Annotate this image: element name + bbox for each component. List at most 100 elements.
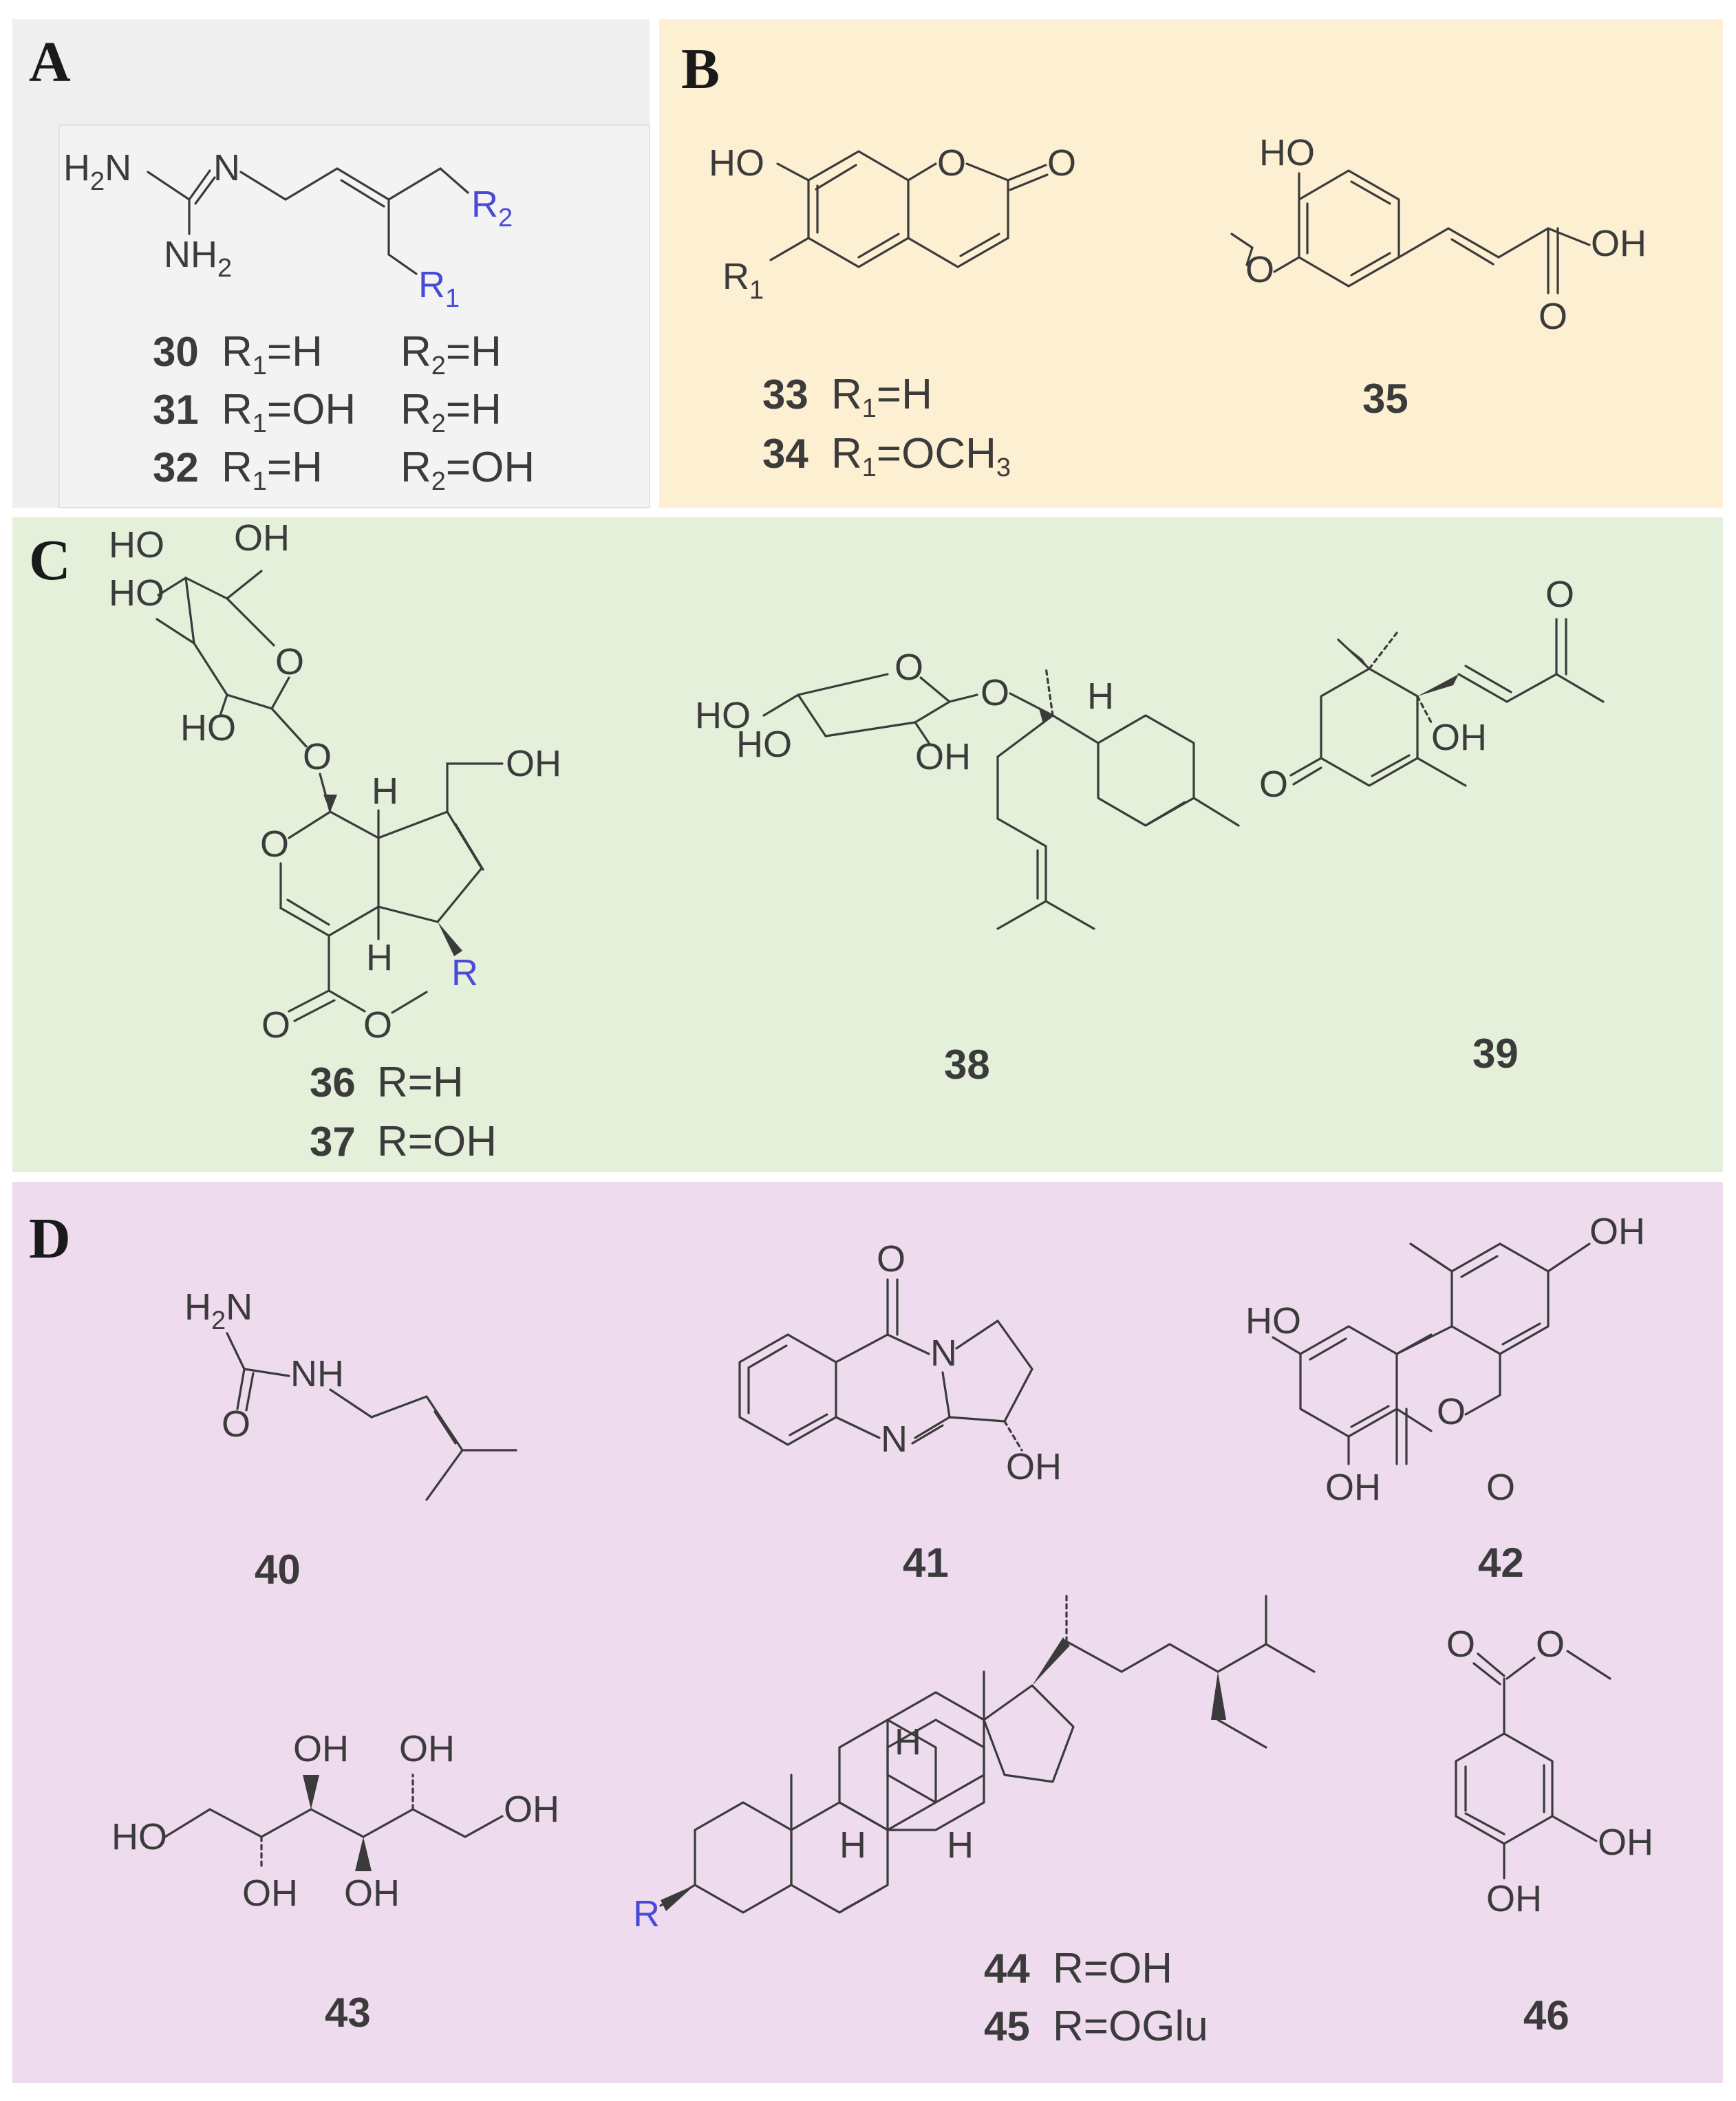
svg-text:OH: OH [1486, 1878, 1542, 1919]
svg-text:O: O [1536, 1624, 1565, 1665]
structure-39: O O OH [1259, 574, 1605, 805]
svg-text:36: 36 [310, 1059, 356, 1106]
caption-40: 40 [255, 1547, 301, 1593]
caption-35: 35 [1362, 376, 1408, 422]
svg-text:34: 34 [762, 431, 808, 477]
svg-text:H: H [839, 1824, 866, 1866]
svg-text:43: 43 [325, 1990, 371, 2036]
svg-text:HO: HO [111, 1816, 167, 1857]
svg-text:OH: OH [293, 1728, 349, 1769]
caption-33: 33 R1=H [762, 371, 932, 423]
svg-text:R2=H: R2=H [400, 328, 502, 380]
svg-text:N: N [881, 1419, 908, 1460]
panel-a-inner-bg [58, 125, 650, 508]
svg-text:H: H [947, 1824, 974, 1866]
svg-text:40: 40 [255, 1547, 301, 1593]
structure-36-37: HO OH HO HO O O H O [109, 517, 561, 1046]
svg-text:N: N [930, 1333, 957, 1374]
caption-37: 37 R=OH [310, 1118, 497, 1165]
svg-text:R1=OCH3: R1=OCH3 [831, 430, 1011, 482]
svg-text:OH: OH [1431, 717, 1487, 758]
svg-text:R=H: R=H [377, 1059, 464, 1106]
caption-43: 43 [325, 1990, 371, 2036]
atom-n: N [213, 147, 240, 188]
panel-b-bg [659, 19, 1723, 508]
caption-45: 45 R=OGlu [984, 2003, 1208, 2050]
panel-d-bg [12, 1182, 1723, 2083]
atom-r2: R2 [471, 184, 513, 233]
svg-text:OH: OH [1591, 223, 1647, 264]
svg-text:O: O [980, 672, 1009, 713]
svg-text:45: 45 [984, 2003, 1030, 2049]
svg-text:O: O [1486, 1467, 1515, 1508]
svg-text:O: O [1539, 296, 1567, 337]
svg-text:OH: OH [344, 1873, 400, 1914]
caption-36: 36 R=H [310, 1059, 464, 1106]
svg-text:O: O [363, 1004, 392, 1046]
svg-text:OH: OH [1589, 1211, 1645, 1252]
structure-42: OH O O HO OH [1245, 1211, 1645, 1508]
svg-text:R1=OH: R1=OH [222, 386, 356, 438]
structure-44-45: R H H H [633, 1595, 1316, 1935]
caption-41: 41 [903, 1540, 949, 1586]
svg-text:OH: OH [1006, 1446, 1062, 1487]
atom-r: R [633, 1893, 660, 1935]
svg-text:H: H [1087, 676, 1114, 717]
svg-text:O: O [222, 1403, 250, 1445]
svg-text:HO: HO [695, 695, 751, 736]
svg-text:HO: HO [1245, 1300, 1301, 1342]
svg-text:HO: HO [736, 724, 792, 765]
svg-text:O: O [894, 647, 923, 688]
svg-text:R2=OH: R2=OH [400, 444, 535, 496]
caption-46: 46 [1523, 1992, 1569, 2038]
panel-a-label: A [29, 30, 71, 94]
caption-38: 38 [944, 1042, 990, 1088]
svg-text:O: O [1047, 142, 1076, 184]
svg-text:O: O [877, 1238, 905, 1280]
atom-r: R [451, 952, 478, 993]
structure-38: HO HO OH O O H [695, 647, 1240, 930]
svg-text:OH: OH [504, 1789, 559, 1830]
panel-b-label: B [681, 37, 720, 101]
svg-text:42: 42 [1478, 1540, 1524, 1586]
svg-text:O: O [261, 1004, 290, 1046]
caption-44: 44 R=OH [984, 1945, 1172, 1992]
svg-text:R=OH: R=OH [377, 1118, 497, 1165]
caption-32: 32 R1=H R2=OH [153, 444, 535, 496]
svg-text:HO: HO [109, 572, 164, 614]
svg-text:NH: NH [290, 1353, 344, 1394]
svg-text:OH: OH [1598, 1822, 1653, 1863]
panel-c-bg [12, 517, 1723, 1172]
svg-text:H: H [366, 937, 393, 978]
svg-text:44: 44 [984, 1946, 1030, 1992]
svg-text:31: 31 [153, 387, 199, 433]
svg-text:HO: HO [1259, 132, 1315, 173]
caption-34: 34 R1=OCH3 [762, 430, 1011, 482]
structure-43: HO OH OH OH OH OH [111, 1728, 559, 1914]
svg-text:H: H [894, 1721, 921, 1763]
svg-text:O: O [1446, 1624, 1475, 1665]
caption-31: 31 R1=OH R2=H [153, 386, 502, 438]
svg-text:OH: OH [242, 1873, 298, 1914]
svg-text:O: O [303, 736, 332, 777]
svg-text:R2=H: R2=H [400, 386, 502, 438]
svg-text:O: O [1259, 764, 1288, 805]
caption-39: 39 [1472, 1031, 1519, 1077]
svg-text:OH: OH [1325, 1467, 1381, 1508]
svg-text:O: O [260, 823, 289, 865]
structure-40: H2N NH O [184, 1286, 517, 1501]
svg-text:R1=H: R1=H [222, 328, 323, 380]
svg-text:37: 37 [310, 1119, 356, 1165]
svg-text:41: 41 [903, 1540, 949, 1586]
svg-text:O: O [1545, 574, 1574, 615]
svg-text:30: 30 [153, 329, 199, 375]
svg-text:R1=H: R1=H [831, 371, 932, 423]
svg-text:R1=H: R1=H [222, 444, 323, 496]
panel-d-label: D [29, 1207, 71, 1271]
svg-text:38: 38 [944, 1042, 990, 1088]
svg-text:R=OH: R=OH [1053, 1945, 1172, 1992]
svg-text:OH: OH [506, 743, 561, 784]
panel-c-label: C [29, 528, 71, 592]
structure-46: O O OH OH [1446, 1624, 1653, 1919]
